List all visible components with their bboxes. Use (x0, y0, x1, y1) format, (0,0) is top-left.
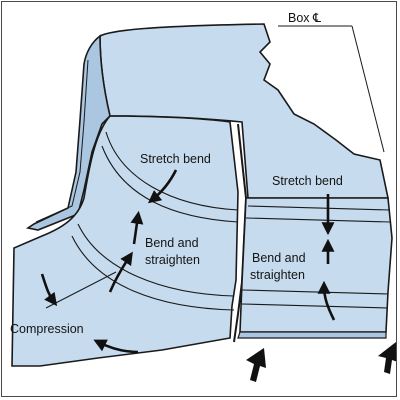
push-arrow-icon (246, 348, 266, 382)
box-centerline-label: Box ℄ (288, 11, 321, 25)
right-bottom-lip (237, 331, 387, 339)
push-arrow-icon (378, 342, 396, 374)
right-panel (239, 197, 393, 333)
left-bend-line-3 (77, 223, 235, 297)
compression-leader (45, 271, 117, 309)
left-flange-panel (25, 34, 111, 231)
curved-arrow-icon (93, 339, 139, 354)
left-stretch-bend-label: Stretch bend (140, 152, 211, 166)
curved-arrow-icon (40, 273, 58, 307)
left-bend-straighten-label-1: Bend and (145, 236, 199, 250)
right-bend-line-3 (241, 289, 389, 295)
right-bend-line-2 (245, 217, 391, 223)
right-bend-straighten-label-1: Bend and (252, 251, 306, 265)
right-bend-straighten-label-2: straighten (250, 268, 305, 282)
curved-arrow-icon (108, 251, 133, 293)
left-bend-straighten-label-2: straighten (145, 253, 200, 267)
left-flange-edge (35, 59, 89, 223)
folding-diagram: Box ℄ Stretch bend Bend and straighten C… (10, 11, 396, 382)
straight-arrow-icon (130, 210, 144, 245)
centerline-leader (351, 25, 385, 153)
right-bend-line-1 (247, 205, 391, 211)
curved-arrow-icon (147, 169, 178, 204)
compression-label: Compression (10, 322, 84, 336)
left-bend-line-4 (71, 235, 235, 311)
curved-arrow-icon (317, 280, 336, 321)
left-bend-line-1 (105, 131, 239, 211)
left-curved-panel (11, 115, 239, 367)
right-stretch-bend-label: Stretch bend (272, 174, 343, 188)
right-bend-line-4 (241, 303, 389, 309)
